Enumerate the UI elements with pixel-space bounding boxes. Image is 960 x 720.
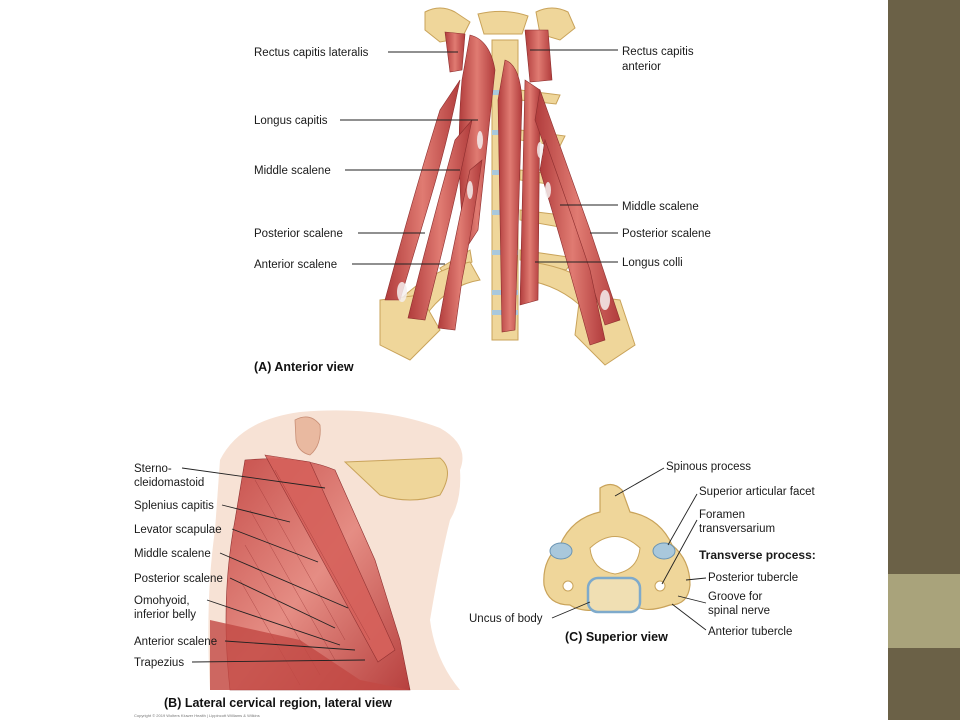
label-trapezius: Trapezius xyxy=(134,657,184,669)
label-middle-scalene-b: Middle scalene xyxy=(134,548,211,560)
panel-c-leaders xyxy=(551,467,707,631)
label-rectus-capitis-lateralis: Rectus capitis lateralis xyxy=(254,47,369,59)
label-anterior-tubercle: Anterior tubercle xyxy=(708,626,792,638)
panel-a-labels: Rectus capitis lateralis Longus capitis … xyxy=(254,46,711,374)
label-posterior-tubercle: Posterior tubercle xyxy=(708,572,798,584)
panel-b-leaders xyxy=(181,467,366,663)
label-rectus-capitis: Rectus capitis xyxy=(622,46,694,58)
panel-b-illustration xyxy=(208,410,463,691)
label-omohyoid: Omohyoid, xyxy=(134,595,190,607)
panel-a-leaders xyxy=(340,49,618,265)
caption-panel-b: (B) Lateral cervical region, lateral vie… xyxy=(164,696,392,710)
panel-a-illustration xyxy=(379,7,636,366)
label-spinal-nerve: spinal nerve xyxy=(708,605,770,617)
panel-b-labels: Sterno- cleidomastoid Splenius capitis L… xyxy=(134,463,392,718)
label-middle-scalene-left: Middle scalene xyxy=(254,165,331,177)
label-anterior-scalene-left: Anterior scalene xyxy=(254,259,337,271)
label-cleidomastoid: cleidomastoid xyxy=(134,477,204,489)
label-rectus-capitis-anterior-line2: anterior xyxy=(622,61,661,73)
panel-c-illustration xyxy=(543,483,691,614)
panel-c-labels: Spinous process Superior articular facet… xyxy=(469,461,816,644)
copyright-credit: Copyright © 2019 Wolters Kluwer Health |… xyxy=(134,713,260,718)
label-splenius-capitis: Splenius capitis xyxy=(134,500,214,512)
label-sterno: Sterno- xyxy=(134,463,172,475)
label-longus-capitis: Longus capitis xyxy=(254,115,328,127)
label-foramen: Foramen xyxy=(699,509,745,521)
label-groove-for: Groove for xyxy=(708,591,762,603)
label-transversarium: transversarium xyxy=(699,523,775,535)
label-levator-scapulae: Levator scapulae xyxy=(134,524,222,536)
label-uncus-of-body: Uncus of body xyxy=(469,613,543,625)
caption-panel-a: (A) Anterior view xyxy=(254,360,354,374)
label-middle-scalene-right: Middle scalene xyxy=(622,201,699,213)
label-superior-articular-facet: Superior articular facet xyxy=(699,486,815,498)
label-anterior-scalene-b: Anterior scalene xyxy=(134,636,217,648)
side-accent xyxy=(888,574,960,648)
label-longus-colli: Longus colli xyxy=(622,257,683,269)
caption-panel-c: (C) Superior view xyxy=(565,630,668,644)
label-posterior-scalene-right: Posterior scalene xyxy=(622,228,711,240)
label-spinous-process: Spinous process xyxy=(666,461,751,473)
label-posterior-scalene-b: Posterior scalene xyxy=(134,573,223,585)
label-posterior-scalene-left: Posterior scalene xyxy=(254,228,343,240)
label-transverse-process: Transverse process: xyxy=(699,548,816,562)
label-inferior-belly: inferior belly xyxy=(134,609,196,621)
